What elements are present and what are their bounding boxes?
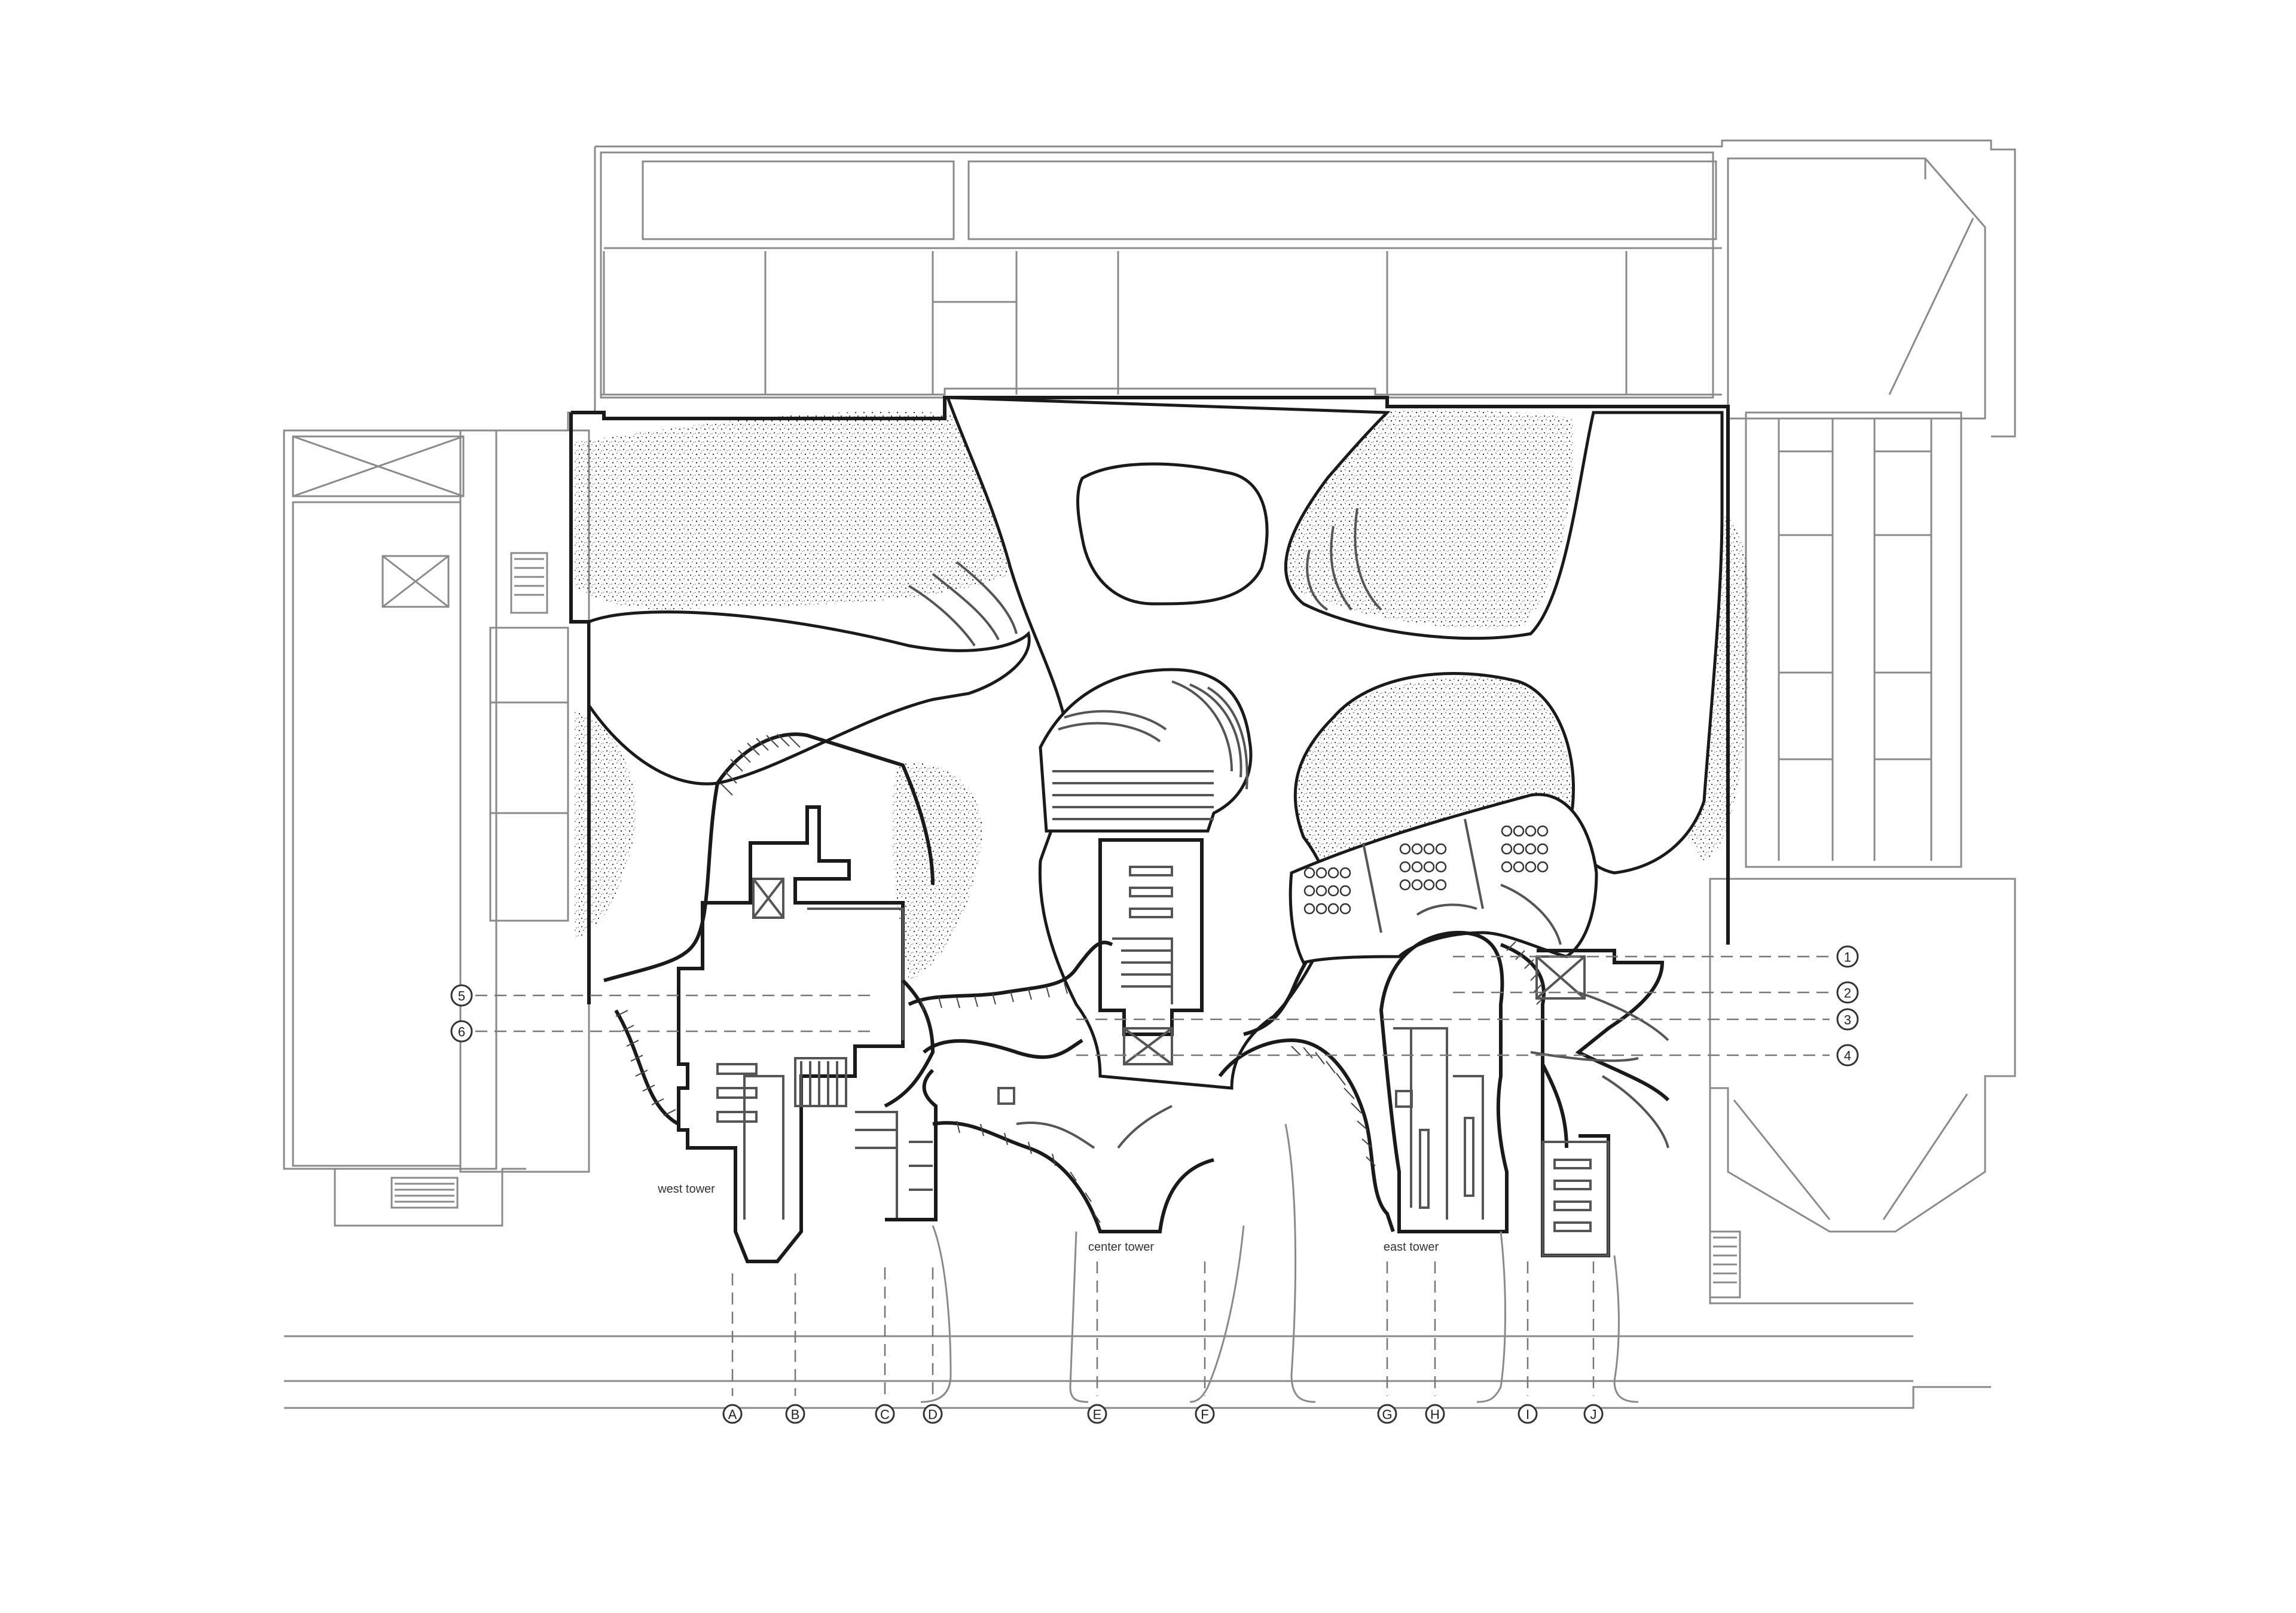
grid-bubble-row-6: 6 [450, 1020, 473, 1043]
grid-bubble-col-i: I [1518, 1404, 1538, 1424]
grid-bubble-row-2: 2 [1836, 981, 1859, 1004]
grid-label-col-f: F [1201, 1407, 1208, 1422]
grid-bubble-col-j: J [1583, 1404, 1604, 1424]
tower-labels: west tower center tower east tower [657, 1183, 1439, 1254]
grid-bubble-col-f: F [1195, 1404, 1215, 1424]
grid-label-col-j: J [1590, 1407, 1597, 1422]
grid-bubble-row-1: 1 [1836, 945, 1859, 968]
grid-label-col-g: G [1382, 1407, 1392, 1422]
label-east-tower: east tower [1384, 1241, 1439, 1254]
grid-label-row-1: 1 [1844, 950, 1851, 965]
grid-bubble-col-b: B [785, 1404, 805, 1424]
auditorium-seats [1303, 825, 1549, 915]
grid-bubble-row-3: 3 [1836, 1008, 1859, 1031]
grid-bubble-col-d: D [923, 1404, 943, 1424]
label-center-tower: center tower [1088, 1241, 1154, 1254]
grid-label-col-b: B [791, 1407, 800, 1422]
grid-label-row-4: 4 [1844, 1049, 1851, 1064]
grid-label-col-c: C [880, 1407, 890, 1422]
grid-label-col-e: E [1093, 1407, 1102, 1422]
new-construction [603, 732, 1670, 1403]
grid-label-row-5: 5 [458, 989, 465, 1004]
grid-bubble-col-c: C [875, 1404, 895, 1424]
grid-bubble-col-g: G [1377, 1404, 1397, 1424]
grid-bubbles: A B C D E F G H I J 1 2 3 4 5 6 [450, 945, 1859, 1424]
label-west-tower: west tower [657, 1183, 715, 1196]
grid-label-col-d: D [928, 1407, 938, 1422]
grid-lines [475, 955, 1830, 1396]
grid-label-col-h: H [1430, 1407, 1440, 1422]
existing-building [283, 139, 2016, 1409]
courtyard-outline [569, 396, 1730, 1090]
grid-bubble-row-4: 4 [1836, 1044, 1859, 1067]
grid-bubble-col-e: E [1087, 1404, 1107, 1424]
grid-bubble-row-5: 5 [450, 984, 473, 1007]
grid-label-row-3: 3 [1844, 1013, 1851, 1028]
grid-label-col-i: I [1526, 1407, 1529, 1422]
grid-label-col-a: A [728, 1407, 737, 1422]
grid-bubble-col-a: A [722, 1404, 743, 1424]
grid-label-row-2: 2 [1844, 986, 1851, 1001]
grid-bubble-col-h: H [1425, 1404, 1445, 1424]
grid-label-row-6: 6 [458, 1025, 465, 1040]
